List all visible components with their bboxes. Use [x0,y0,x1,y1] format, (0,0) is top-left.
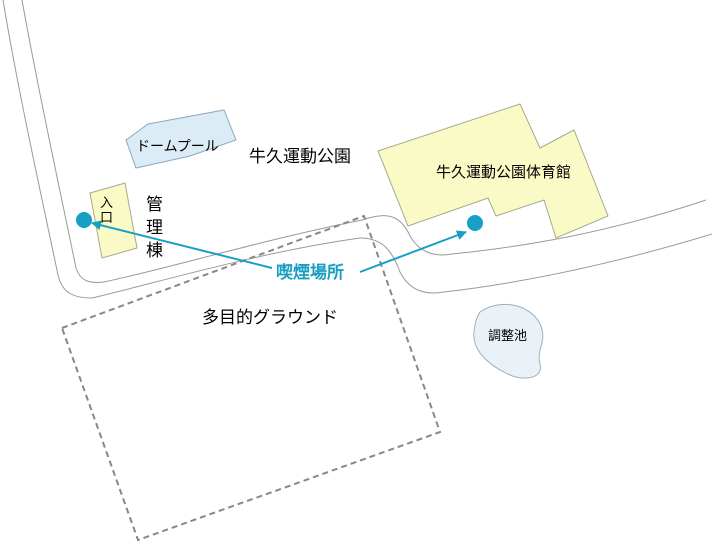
gymnasium-building [377,103,609,239]
pond-label: 調整池 [488,329,527,344]
smoking-area-label: 喫煙場所 [276,263,344,283]
arrow-icon [359,230,467,273]
smoking-location-dot-icon [76,212,92,228]
road-network [2,0,712,299]
gymnasium-label: 牛久運動公園体育館 [436,163,571,181]
admin-building-label-char-1: 管 [146,195,163,215]
road-right-upper [361,199,707,256]
pond [473,303,544,379]
entrance-label-char-1: 入 [100,196,113,211]
road-left-vertical [2,0,361,299]
dome-pool-label: ドームプール [136,139,219,155]
entrance-building [89,182,138,259]
multi-purpose-ground [60,214,442,542]
entrance-label-char-2: 口 [100,211,113,226]
ground-label: 多目的グラウンド [202,308,338,328]
smoking-location-dot-icon [467,215,483,231]
road-right-lower [359,233,712,294]
road-left-vertical-inner [21,0,363,283]
dome-pool-building [125,109,237,169]
park-name-label: 牛久運動公園 [249,147,351,167]
admin-building-label-char-3: 棟 [146,241,163,261]
admin-building-label-char-2: 理 [146,218,163,238]
arrow-icon [91,220,273,269]
